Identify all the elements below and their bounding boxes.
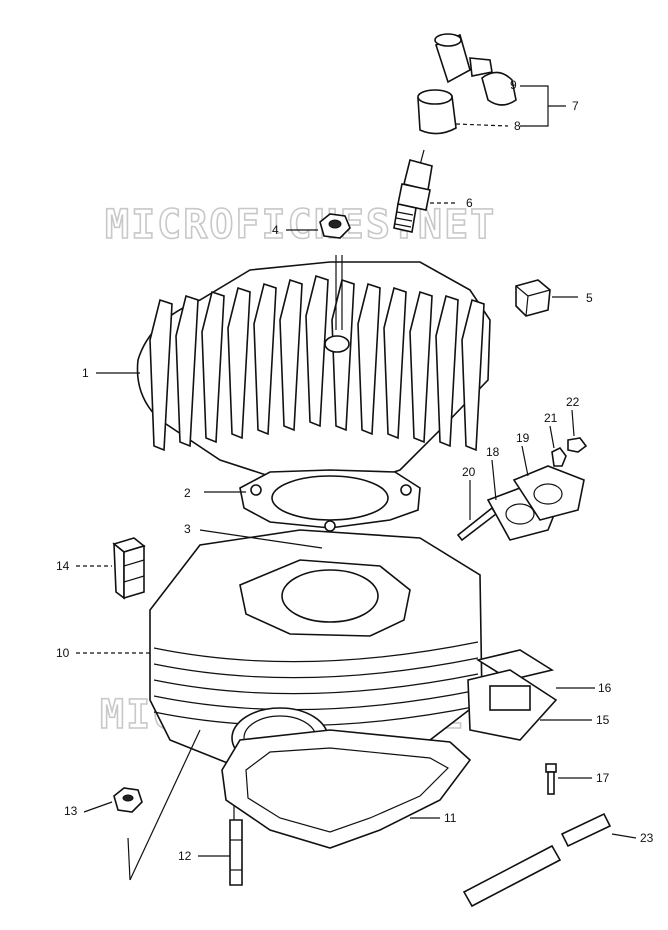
head-cover-cap-part (515, 279, 551, 317)
cooling-fin (253, 282, 277, 436)
callout-12: 12 (178, 849, 192, 863)
cooling-fin (175, 294, 199, 448)
cylinder-fin (153, 673, 479, 695)
callout-18: 18 (486, 445, 500, 459)
callout-5: 5 (586, 291, 593, 305)
callout-6: 6 (466, 196, 473, 210)
cylinder-fin (153, 657, 479, 679)
intake-nut-part (551, 446, 567, 467)
cooling-fin (435, 294, 459, 448)
spark-plug-part (393, 149, 433, 233)
callout-13: 13 (64, 804, 78, 818)
cylinder-head-nut-part (319, 213, 351, 239)
callout-15: 15 (596, 713, 610, 727)
callout-20: 20 (462, 465, 476, 479)
callout-11: 11 (444, 811, 457, 825)
callout-7: 7 (572, 99, 579, 113)
callout-21: 21 (544, 411, 558, 425)
rubber-damper-part (112, 537, 146, 600)
reed-valve-part (467, 649, 558, 741)
watermark-top: MICROFICHES.NET (105, 202, 496, 248)
callout-1: 1 (82, 366, 89, 380)
cylinder-head-part (136, 255, 491, 491)
cooling-fin (201, 290, 225, 444)
cylinder-fin (153, 641, 479, 663)
head-gasket-part (239, 469, 421, 532)
leader-lines (76, 85, 637, 881)
cooling-fin (357, 282, 381, 436)
callout-8: 8 (514, 119, 521, 133)
intake-stud-part (456, 506, 498, 542)
cooling-fin (409, 290, 433, 444)
callout-23: 23 (640, 831, 654, 845)
callout-19: 19 (516, 431, 530, 445)
callout-14: 14 (56, 559, 70, 573)
callout-17: 17 (596, 771, 610, 785)
callout-3: 3 (184, 522, 191, 536)
intake-spacer-part (512, 465, 585, 521)
callout-22: 22 (566, 395, 580, 409)
cooling-fin (461, 298, 485, 452)
callout-10: 10 (56, 646, 70, 660)
cooling-fin (383, 286, 407, 440)
cooling-fin (227, 286, 251, 440)
breather-hose-part (462, 812, 612, 908)
cooling-fin (331, 278, 355, 432)
callout-9: 9 (510, 78, 517, 92)
callout-2: 2 (184, 486, 191, 500)
base-stud-part (229, 819, 243, 886)
cooling-fin (279, 278, 303, 432)
base-gasket-part (221, 729, 472, 849)
cooling-fin (149, 298, 173, 452)
callout-labels: 1 2 3 4 5 6 7 8 9 10 11 12 13 14 15 16 1… (56, 78, 654, 863)
cylinder-fin (153, 689, 479, 711)
callout-16: 16 (598, 681, 612, 695)
spark-plug-cap-part (434, 33, 517, 106)
base-nut-part (113, 787, 143, 813)
reed-valve-bolt-part (545, 763, 557, 795)
intake-washer-part (567, 437, 588, 453)
plug-cap-boot-part (417, 89, 457, 135)
callout-4: 4 (272, 223, 279, 237)
cooling-fin (305, 274, 329, 428)
